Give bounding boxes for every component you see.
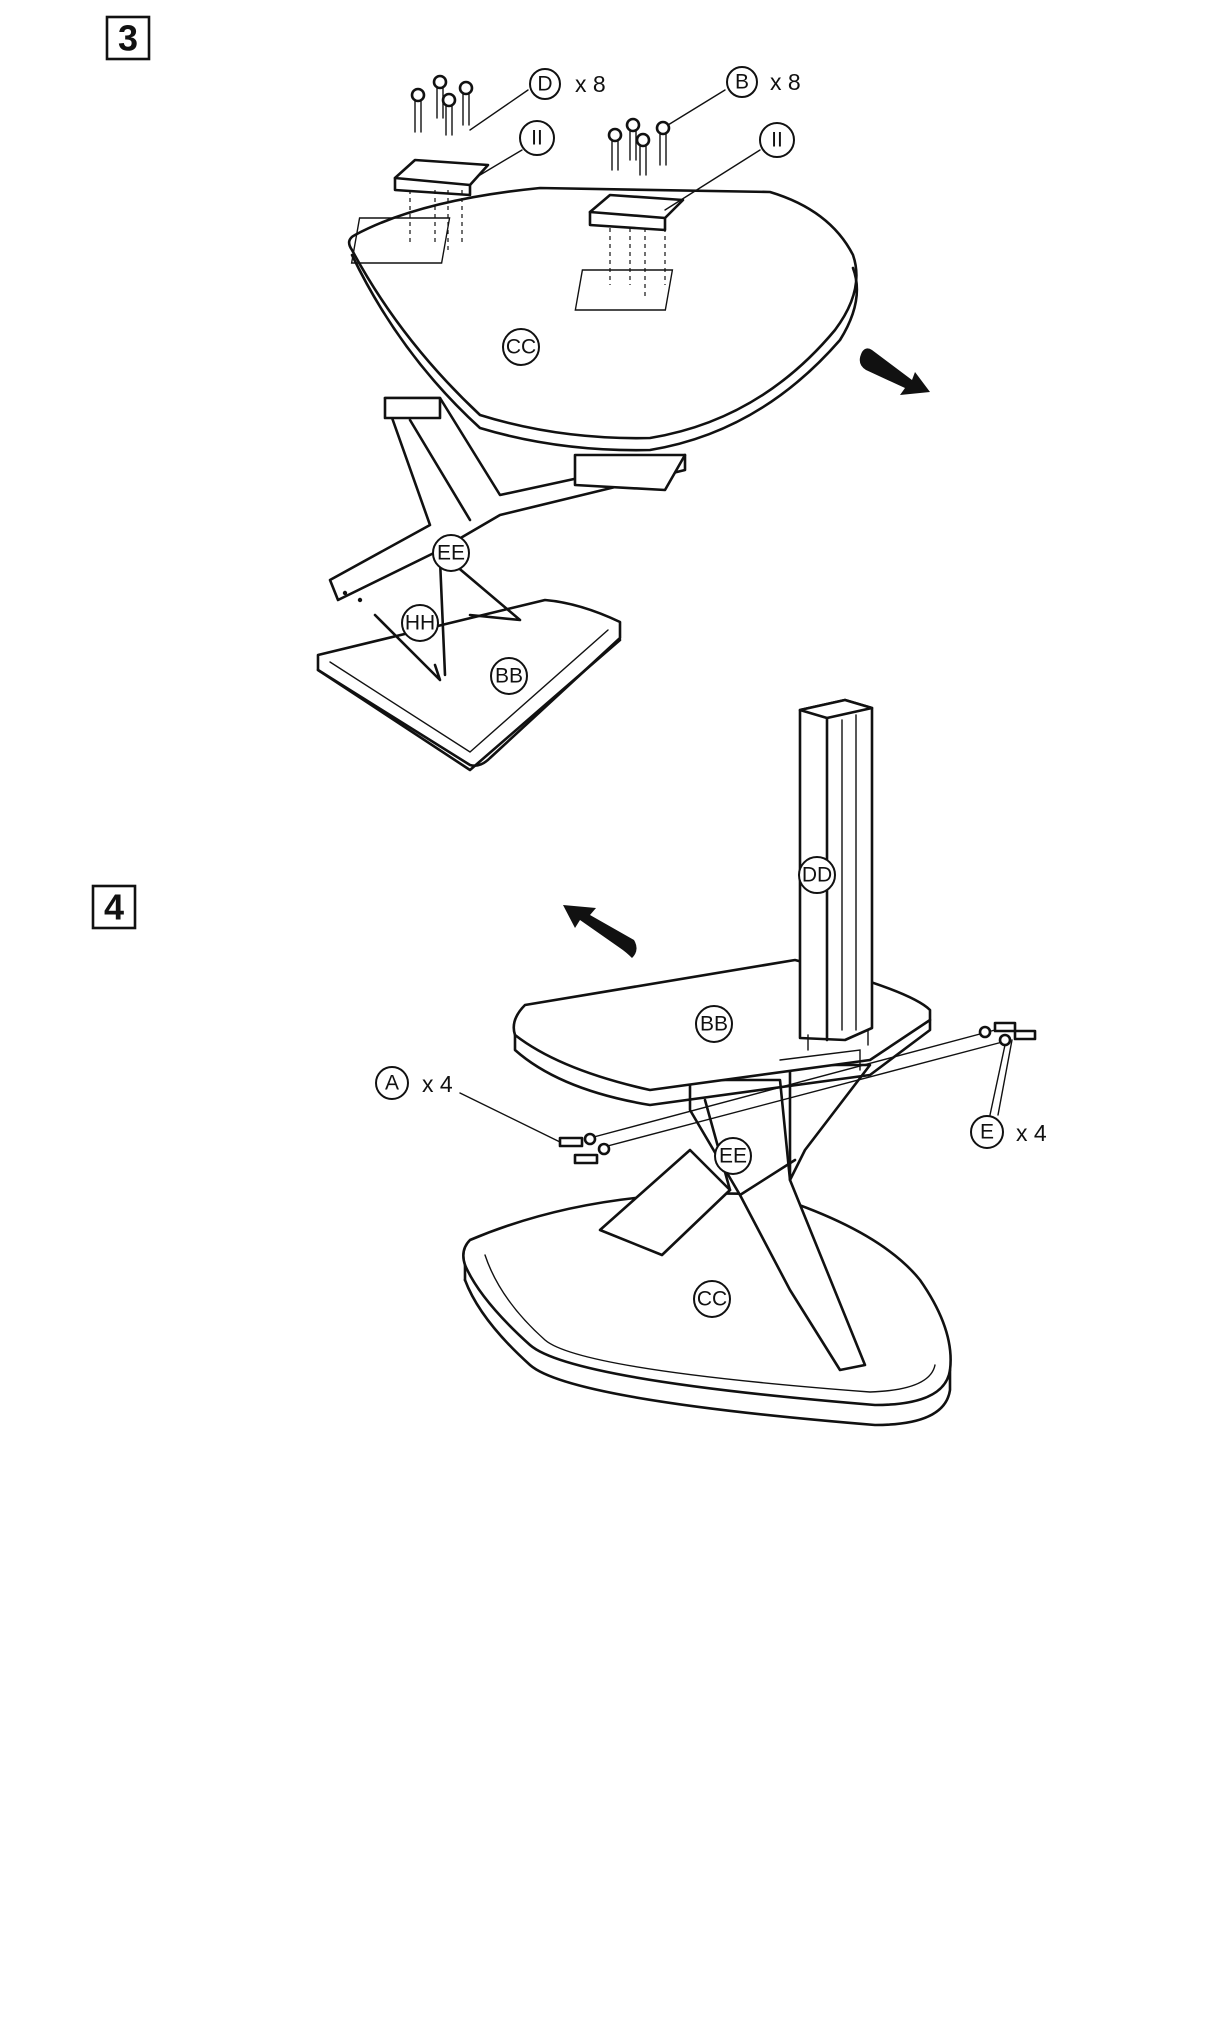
svg-text:HH: HH bbox=[405, 612, 435, 635]
step-3-number: 3 bbox=[118, 18, 138, 59]
svg-text:EE: EE bbox=[437, 542, 465, 565]
svg-text:CC: CC bbox=[506, 336, 536, 359]
label-washer-e-qty: x 4 bbox=[1016, 1120, 1047, 1146]
svg-text:EE: EE bbox=[719, 1145, 747, 1168]
label-hidden-brace: HH bbox=[402, 605, 438, 641]
svg-text:CC: CC bbox=[697, 1288, 727, 1311]
svg-text:D: D bbox=[537, 73, 552, 96]
step-4-number: 4 bbox=[104, 887, 124, 928]
label-frame-4: EE bbox=[715, 1138, 751, 1174]
svg-text:BB: BB bbox=[495, 665, 523, 688]
label-screw-b: B bbox=[727, 67, 757, 97]
label-screw-d-qty: x 8 bbox=[575, 71, 606, 97]
svg-text:B: B bbox=[735, 71, 749, 94]
label-base-4: CC bbox=[694, 1281, 730, 1317]
step-3: 3 bbox=[107, 17, 930, 770]
svg-text:A: A bbox=[385, 1072, 399, 1095]
label-bolt-a: A bbox=[376, 1067, 408, 1099]
step4-bolts-e bbox=[980, 1023, 1035, 1045]
step3-base-board bbox=[318, 600, 620, 770]
step4-bolts-a bbox=[560, 1134, 609, 1163]
label-bracket-right: II bbox=[760, 123, 794, 157]
step3-bracket-left bbox=[395, 160, 488, 195]
label-bracket-left: II bbox=[520, 121, 554, 155]
svg-text:II: II bbox=[531, 127, 543, 150]
svg-text:BB: BB bbox=[700, 1013, 728, 1036]
label-bolt-a-qty: x 4 bbox=[422, 1071, 453, 1097]
label-screw-b-qty: x 8 bbox=[770, 69, 801, 95]
label-base: BB bbox=[491, 658, 527, 694]
direction-arrow-icon bbox=[563, 905, 637, 958]
label-washer-e: E bbox=[971, 1116, 1003, 1148]
label-screw-d: D bbox=[530, 69, 560, 99]
direction-arrow-icon bbox=[860, 348, 930, 395]
label-shelf: BB bbox=[696, 1006, 732, 1042]
label-top-shelf: CC bbox=[503, 329, 539, 365]
step-4: 4 bbox=[93, 700, 1047, 1425]
svg-text:E: E bbox=[980, 1121, 994, 1144]
svg-text:II: II bbox=[771, 129, 783, 152]
label-frame: EE bbox=[433, 535, 469, 571]
label-column: DD bbox=[799, 857, 835, 893]
svg-text:DD: DD bbox=[802, 864, 832, 887]
